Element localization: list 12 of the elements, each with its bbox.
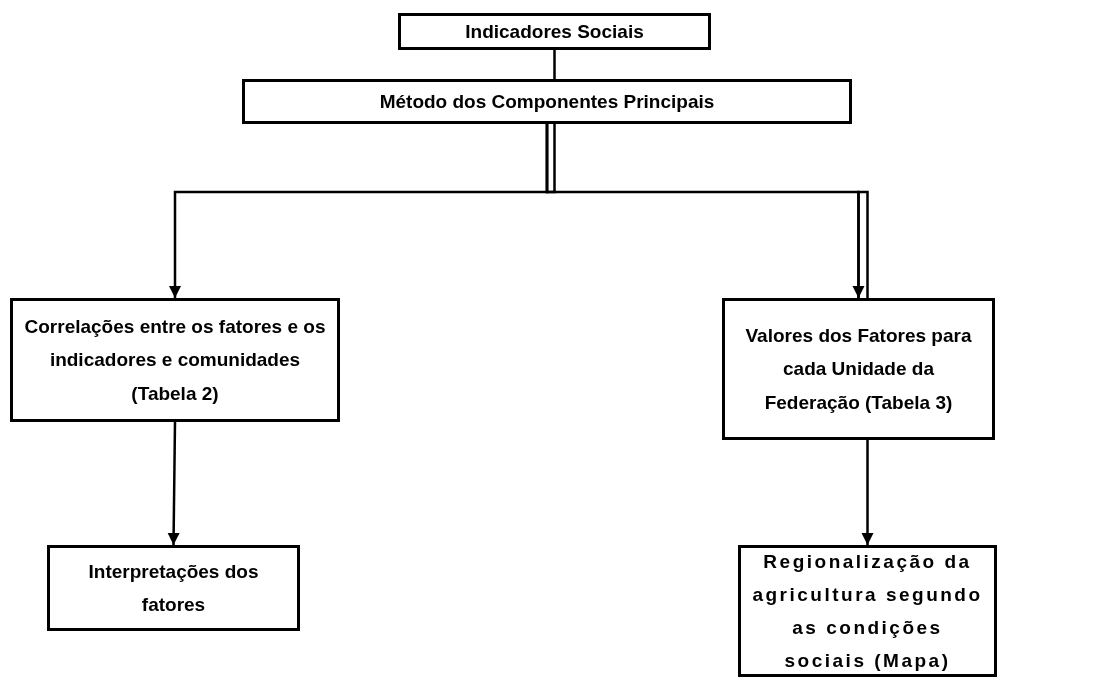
box-label: Método dos Componentes Principais: [378, 89, 716, 114]
process-box: [242, 79, 852, 124]
arrow: [167, 422, 180, 545]
process-box: [398, 13, 711, 50]
process-box: [722, 298, 995, 440]
box-label: Valores dos Fatores para cada Unidade da Federação (Tabela 3): [744, 324, 973, 415]
box-label: Regionalização da agricultura segundo as condições sociais (Mapa): [751, 549, 984, 674]
box-label: Interpretações dos fatores: [87, 559, 260, 617]
box-label: Correlações entre os fatores e os indicadores e comunidades (Tabela 2): [23, 315, 327, 406]
process-box: [47, 545, 300, 631]
process-box: [10, 298, 340, 422]
box-label: Indicadores Sociais: [464, 19, 645, 44]
